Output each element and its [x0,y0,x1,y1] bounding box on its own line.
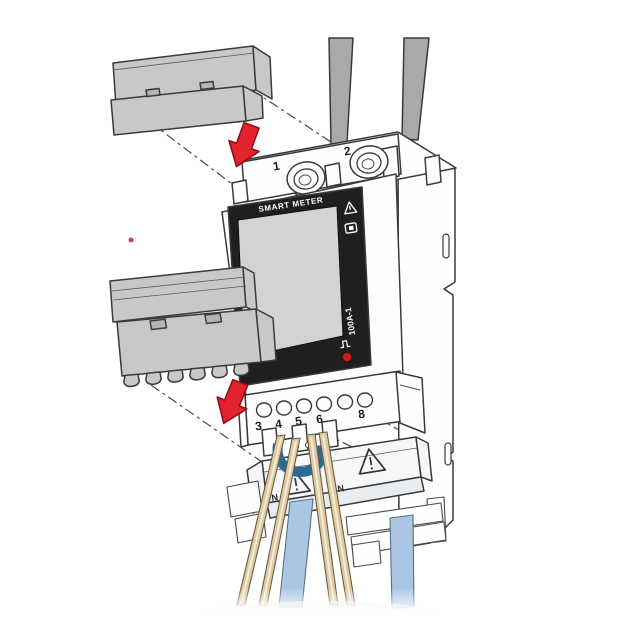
din-release-clip [424,154,442,186]
terminal-label-8: 8 [357,407,366,422]
wire-highlights [240,434,352,605]
bottom-margin [0,614,638,638]
top-cover-clip [199,80,215,91]
lower-cover-right-wing [415,436,433,482]
guide-line [149,121,241,191]
rail-mid-peg [324,162,342,188]
main-cover-end-cap [255,308,277,363]
main-cover-clip [204,312,223,325]
side-vent-slot-upper [442,233,450,259]
terminal-label-1: 1 [272,159,281,174]
supply-cable-right [401,37,430,141]
side-vent-slot-lower [444,442,452,466]
top-cover-clip [145,87,161,98]
supply-cables [328,37,430,146]
red-down-arrow-icon-top [228,121,260,168]
battery-icon [344,222,358,234]
neutral-label-left: N [271,492,279,503]
main-cover-clip [149,318,168,331]
rail-left-peg [231,179,249,205]
pulse-output-icon [340,340,351,349]
main-terminal-cover [109,266,277,388]
warning-triangle-icon-cover-right [358,448,387,475]
red-down-arrow-icon-bottom [216,378,249,425]
main-cover-teeth [123,362,250,388]
terminal-block-right-cap [395,371,426,434]
terminal-label-2: 2 [343,144,352,159]
terminal-screw-2 [349,145,389,179]
stray-red-dot [128,237,134,243]
wire-fadeout [0,588,638,618]
terminal-label-6: 6 [315,412,324,427]
top-terminal-cover [110,45,273,136]
warning-triangle-icon-bezel [344,201,358,215]
rating-label: 100A-1 [343,307,357,336]
terminal-holes [255,392,374,418]
terminal-label-5: 5 [294,414,303,429]
red-led-indicator [342,352,352,362]
neutral-label-right: N [337,483,345,494]
guide-line [150,384,263,463]
terminal-label-4: 4 [274,417,283,432]
supply-cable-left [328,37,354,146]
top-cover-front-edge [242,85,264,122]
terminal-label-3: 3 [254,419,263,434]
top-cover-end-cap [252,45,273,100]
